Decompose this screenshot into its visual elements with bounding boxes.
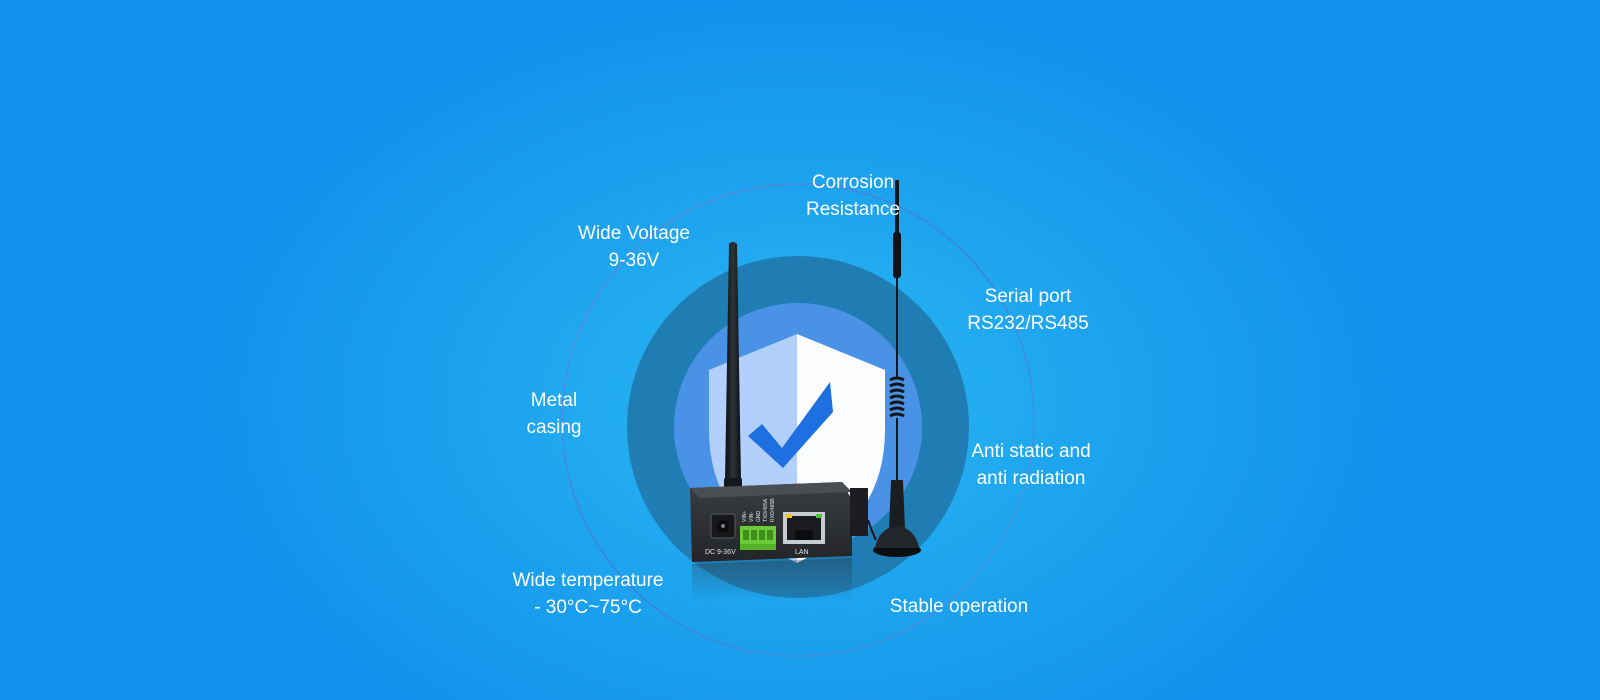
feature-stable-operation: Stable operation: [890, 593, 1028, 620]
terminal-block: [740, 526, 776, 550]
power-port-label: DC 9-36V: [705, 549, 736, 556]
svg-text:TXD/485A: TXD/485A: [763, 498, 769, 522]
feature-metal-casing: Metal casing: [527, 387, 582, 441]
svg-text:GND: GND: [756, 511, 762, 523]
feature-anti-static-line1: Anti static and: [971, 441, 1091, 462]
feature-serial-port: Serial port RS232/RS485: [967, 283, 1088, 337]
feature-metal-casing-line1: Metal: [530, 390, 578, 411]
feature-wide-temperature: Wide temperature - 30°C~75°C: [512, 567, 663, 621]
lan-port: [783, 512, 825, 544]
terminal-labels: VIN+ VIN- GND TXD/485A RXD/485B: [742, 498, 776, 522]
feature-corrosion-resistance: Corrosion Resistance: [806, 169, 900, 223]
feature-wide-temperature-line1: Wide temperature: [512, 570, 664, 591]
feature-serial-port-line2: RS232/RS485: [967, 313, 1089, 334]
device-reflection: [692, 558, 852, 600]
feature-wide-voltage-line1: Wide Voltage: [578, 223, 690, 244]
router-device: VIN+ VIN- GND TXD/485A RXD/485B DC 9-36V…: [690, 482, 868, 562]
feature-wide-voltage: Wide Voltage 9-36V: [578, 220, 690, 274]
feature-wide-temperature-line2: - 30°C~75°C: [534, 597, 642, 618]
antenna-coil: [889, 376, 905, 418]
checkmark-icon: [748, 382, 833, 468]
lan-port-label: LAN: [795, 549, 809, 556]
svg-text:RXD/485B: RXD/485B: [770, 498, 776, 522]
svg-text:VIN-: VIN-: [749, 512, 755, 522]
feature-anti-static: Anti static and anti radiation: [971, 438, 1090, 492]
right-antenna: [867, 180, 921, 557]
feature-wide-voltage-line2: 9-36V: [608, 250, 660, 271]
feature-stable-operation-line1: Stable operation: [889, 596, 1029, 617]
orbit-ring: [561, 183, 1035, 657]
feature-anti-static-line2: anti radiation: [976, 468, 1086, 489]
feature-corrosion-line1: Corrosion: [811, 172, 895, 193]
feature-corrosion-line2: Resistance: [806, 199, 900, 220]
feature-metal-casing-line2: casing: [526, 417, 582, 438]
feature-serial-port-line1: Serial port: [984, 286, 1072, 307]
svg-text:VIN+: VIN+: [742, 511, 748, 522]
